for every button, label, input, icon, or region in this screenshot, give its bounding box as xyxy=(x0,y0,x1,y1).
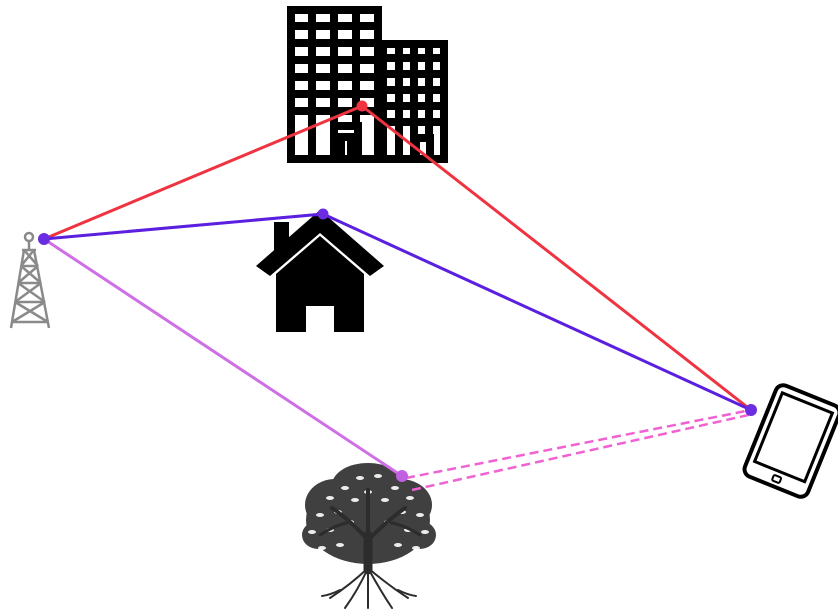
node-house xyxy=(317,208,329,220)
scatter-path-lower xyxy=(411,412,754,492)
office-building-left xyxy=(287,6,382,163)
node-building xyxy=(356,100,368,112)
path-via-house xyxy=(43,212,752,412)
scatter-path-upper xyxy=(405,408,752,480)
office-buildings-icon xyxy=(287,6,448,163)
tree-icon xyxy=(302,463,436,609)
node-phone xyxy=(745,404,757,416)
house-icon xyxy=(256,210,384,332)
office-building-right xyxy=(379,40,448,163)
radio-tower-icon xyxy=(9,231,51,329)
path-via-tree xyxy=(43,237,403,478)
smartphone-icon xyxy=(742,383,838,499)
node-tree xyxy=(396,470,408,482)
signal-nodes xyxy=(38,100,757,482)
signal-paths xyxy=(43,104,754,492)
node-tower xyxy=(38,233,50,245)
